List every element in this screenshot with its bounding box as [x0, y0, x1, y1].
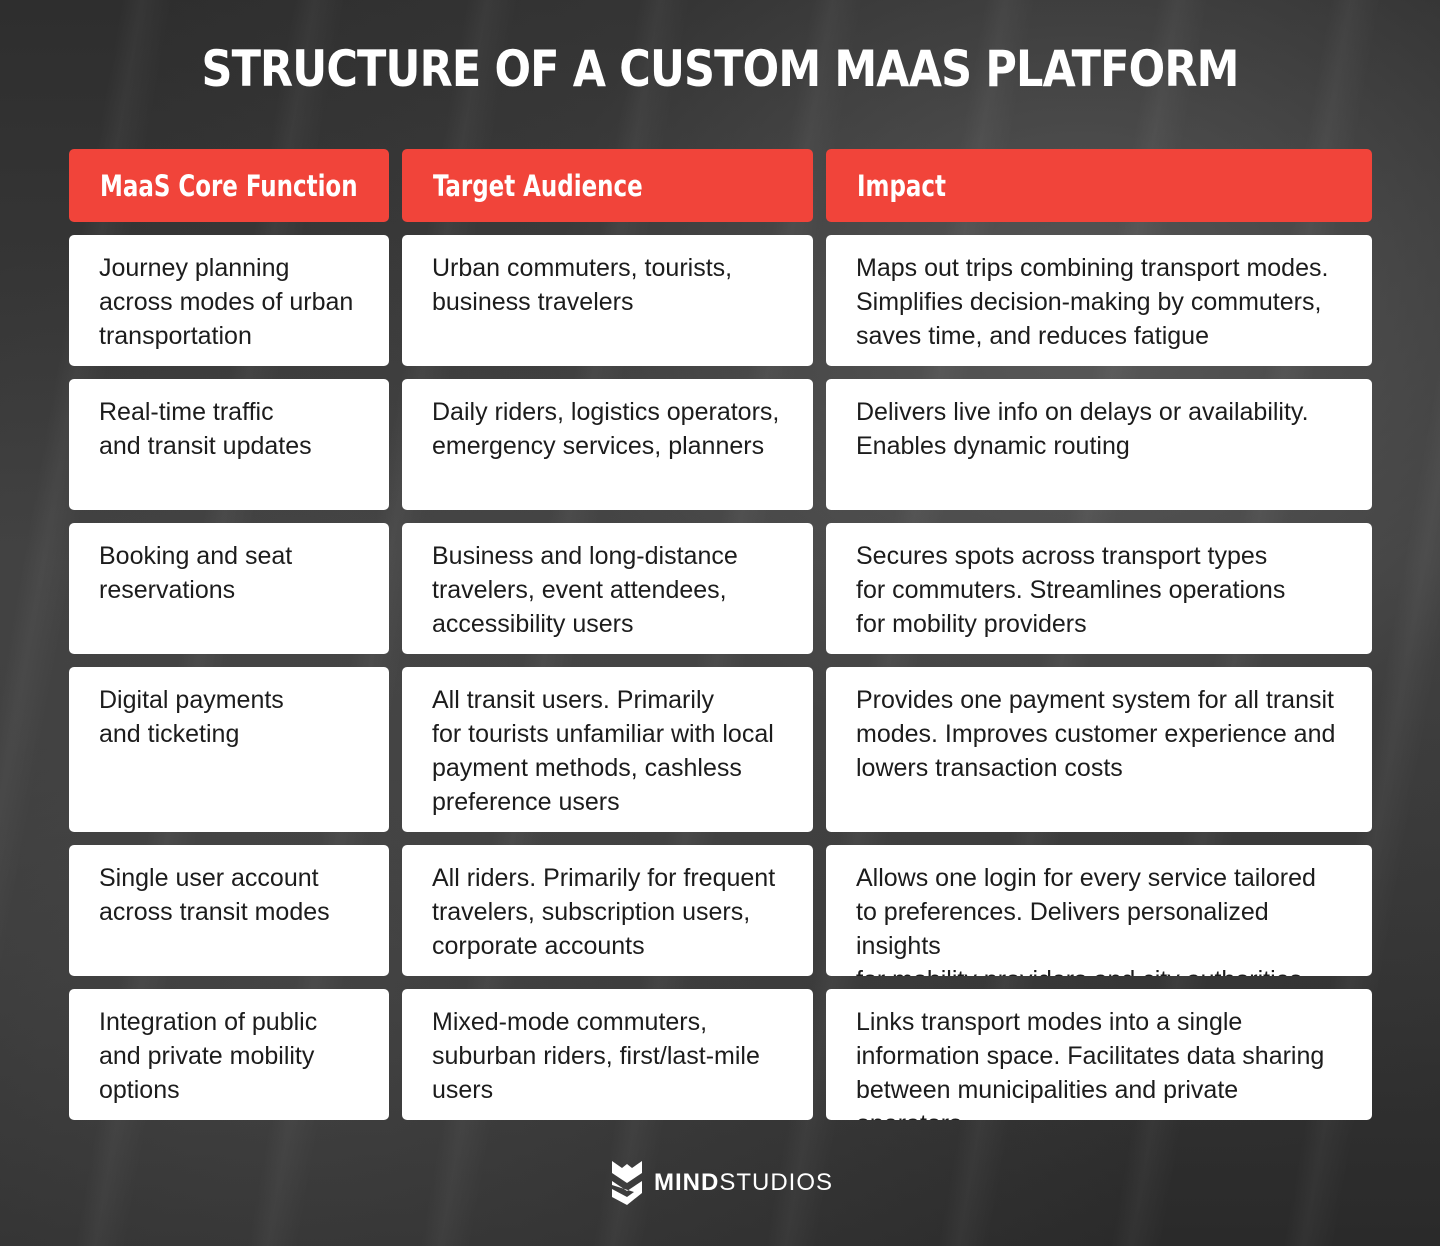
cell-impact: Secures spots across transport types for…: [826, 523, 1372, 654]
cell-function: Digital payments and ticketing: [69, 667, 389, 832]
cell-audience: Daily riders, logistics operators, emerg…: [402, 379, 813, 510]
page-title: STRUCTURE OF A CUSTOM MAAS PLATFORM: [201, 40, 1239, 98]
cell-impact: Delivers live info on delays or availabi…: [826, 379, 1372, 510]
brand-name-bold: MIND: [654, 1169, 720, 1196]
header-target-audience: Target Audience: [402, 149, 813, 222]
maas-structure-table: MaaS Core Function Target Audience Impac…: [69, 149, 1372, 1120]
cell-impact: Links transport modes into a single info…: [826, 989, 1372, 1120]
mindstudios-logo-icon: [612, 1161, 642, 1205]
brand-name-light: STUDIOS: [719, 1169, 834, 1196]
cell-function: Journey planning across modes of urban t…: [69, 235, 389, 366]
cell-audience: All transit users. Primarily for tourist…: [402, 667, 813, 832]
cell-function: Single user account across transit modes: [69, 845, 389, 976]
cell-function: Real-time traffic and transit updates: [69, 379, 389, 510]
cell-function: Booking and seat reservations: [69, 523, 389, 654]
header-label: Target Audience: [433, 168, 643, 203]
cell-audience: Business and long-distance travelers, ev…: [402, 523, 813, 654]
cell-impact: Provides one payment system for all tran…: [826, 667, 1372, 832]
header-label: MaaS Core Function: [100, 168, 358, 203]
cell-audience: All riders. Primarily for frequent trave…: [402, 845, 813, 976]
header-core-function: MaaS Core Function: [69, 149, 389, 222]
cell-audience: Urban commuters, tourists, business trav…: [402, 235, 813, 366]
cell-impact: Allows one login for every service tailo…: [826, 845, 1372, 976]
header-impact: Impact: [826, 149, 1372, 222]
cell-function: Integration of public and private mobili…: [69, 989, 389, 1120]
cell-audience: Mixed-mode commuters, suburban riders, f…: [402, 989, 813, 1120]
cell-impact: Maps out trips combining transport modes…: [826, 235, 1372, 366]
header-label: Impact: [857, 168, 946, 203]
brand-name: MINDSTUDIOS: [654, 1169, 833, 1197]
footer-brand: MINDSTUDIOS: [610, 1158, 833, 1208]
